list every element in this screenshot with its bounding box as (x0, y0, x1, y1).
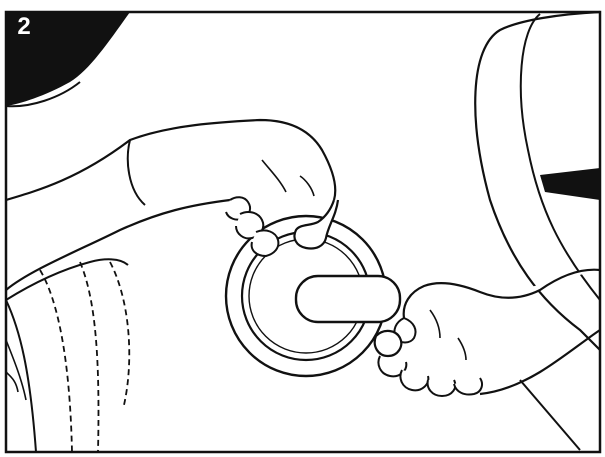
fuel-cap-handle (296, 276, 400, 322)
right-thumb (375, 331, 402, 356)
step-number-badge: 2 (5, 14, 43, 40)
